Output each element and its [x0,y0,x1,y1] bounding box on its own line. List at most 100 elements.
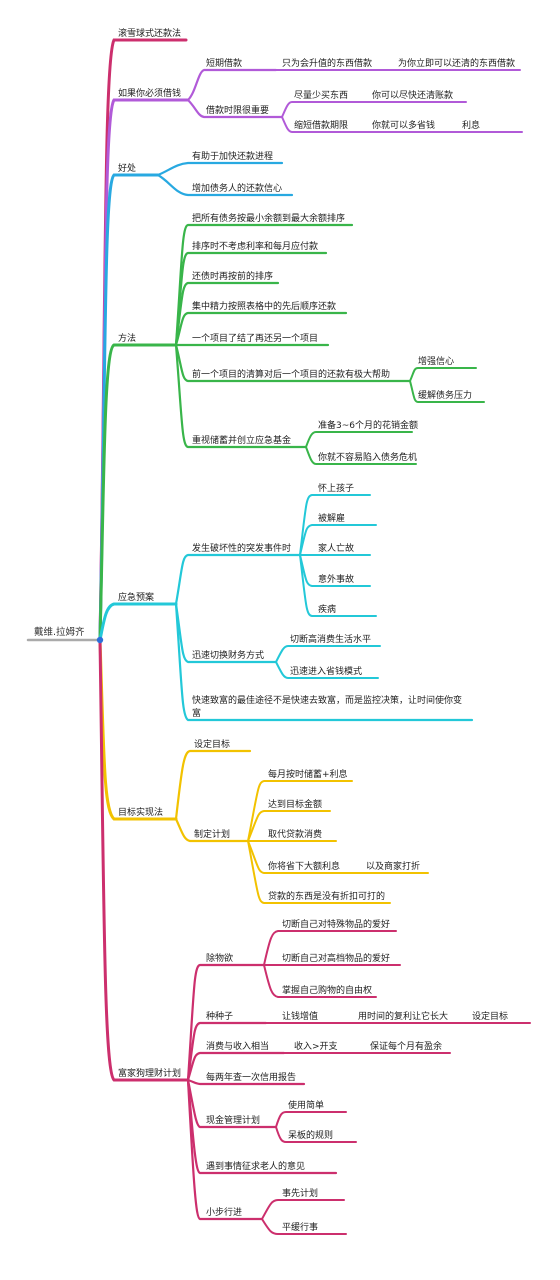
node-label: 切断自己对特殊物品的爱好 [282,918,390,930]
node-label: 保证每个月有盈余 [370,1040,442,1052]
node-label: 设定目标 [472,1010,508,1022]
branch-label: 如果你必须借钱 [118,87,181,99]
node-label: 贷款的东西是没有折扣可打的 [268,890,385,902]
link-b5-c1 [174,553,302,606]
node-label: 事先计划 [282,1187,318,1199]
node-label: 尽量少买东西 [294,89,348,101]
link-b5-c1-c1 [299,494,371,556]
node-label: 富 [192,707,201,719]
node-label: 每月按时储蓄+利息 [268,768,348,780]
link-b3-c1 [156,161,284,177]
node-label: 平缓行事 [282,1221,318,1233]
node-label: 让钱增值 [282,1010,318,1022]
link-b4-c7 [174,343,308,449]
link-b4-c3 [174,281,280,347]
node-label: 疾病 [318,603,336,615]
link-b4-c4 [174,311,348,347]
link-b7 [98,638,190,1082]
node-label: 小步行进 [206,1206,242,1218]
node-label: 每两年查一次信用报告 [206,1071,296,1083]
node-label: 为你立即可以还清的东西借款 [398,57,515,69]
node-label: 有助于加快还款进程 [192,150,273,162]
link-b2-c2-c1 [281,101,367,118]
link-b4 [98,343,178,642]
link-b7-c3 [186,1051,286,1082]
node-label: 缓解债务压力 [418,389,472,401]
node-label: 借款时限很重要 [206,104,269,116]
node-label: 取代贷款消费 [268,828,322,840]
link-b3-c2 [156,173,294,197]
root-label: 戴维.拉姆齐 [34,626,85,638]
link-b4-c6-c1 [409,367,477,382]
link-b7-c7-c1 [261,1199,345,1220]
link-b6-c1 [174,749,252,821]
branch-label: 方法 [118,332,136,344]
connectors [26,38,531,1235]
link-b4-c2 [174,251,328,347]
node-label: 前一个项目的清算对后一个项目的还款有极大帮助 [192,368,390,380]
link-b4-c6-c2 [409,380,485,403]
link-b3 [98,173,160,642]
node-label: 缩短借款期限 [294,119,348,131]
node-label: 准备3~6个月的花销金额 [318,419,418,431]
node-label: 呆板的规则 [288,1129,333,1141]
link-b6-c2-c1 [247,780,353,842]
link-b6-c2 [174,817,250,843]
node-label: 迅速进入省钱模式 [290,665,362,677]
node-label: 把所有债务按最小余额到最大余额排序 [192,212,345,224]
node-label: 你将省下大额利息 [268,860,340,872]
link-b7-c1 [186,963,266,1082]
node-label: 收入>开支 [294,1040,338,1052]
link-b2-c2 [186,98,284,119]
node-label: 制定计划 [194,828,230,840]
node-label: 掌握自己购物的自由权 [282,984,372,996]
link-b5-c2-c2 [275,661,379,679]
branch-label: 滚雪球式还款法 [118,27,181,39]
node-label: 你就不容易陷入债务危机 [318,451,417,463]
node-label: 你可以尽快还清账款 [372,89,453,101]
link-b6-c2-c2 [247,810,331,842]
link-b5-c2-c1 [275,645,381,663]
link-b6-c2-c5 [247,840,391,904]
link-b7-c1-c3 [263,964,377,998]
node-label: 利息 [462,119,480,131]
node-label: 集中精力按照表格中的先后顺序还款 [192,300,336,312]
link-b2-c1 [186,68,278,102]
node-label: 快速致富的最佳途径不是快速去致富，而是监控决策，让时间使你变 [192,694,462,706]
node-label: 切断高消费生活水平 [290,633,371,645]
link-b2-c2-c2 [281,116,367,133]
link-b7-c5-c2 [275,1126,357,1143]
center-node [96,636,104,644]
node-label: 重视储蓄并创立应急基金 [192,434,291,446]
node-label: 种种子 [206,1010,233,1022]
node-label: 排序时不考虑利率和每月应付款 [192,240,318,252]
link-b6-c2-c4 [247,840,363,874]
node-label: 一个项目了结了再还另一个项目 [192,332,318,344]
node-label: 怀上孩子 [318,482,354,494]
node-label: 除物欲 [206,952,233,964]
node-label: 短期借款 [206,57,242,69]
node-label: 用时间的复利让它长大 [358,1010,448,1022]
node-label: 你就可以多省钱 [372,119,435,131]
labels: 戴维.拉姆齐 滚雪球式还款法 如果你必须借钱 短期借款 只为会升值的东西借款 为… [34,27,515,1233]
node-label: 设定目标 [194,738,230,750]
link-b5 [98,602,178,642]
branch-label: 目标实现法 [118,806,163,818]
link-b7-c7 [186,1078,264,1221]
node-label: 消费与收入相当 [206,1040,269,1052]
link-b7-c7-c2 [261,1218,347,1235]
branch-label: 好处 [118,162,136,174]
branch-label: 富家狗理财计划 [118,1067,181,1079]
link-b7-c5-c1 [275,1111,347,1128]
node-label: 现金管理计划 [206,1114,260,1126]
node-label: 意外事故 [318,573,354,585]
link-b7-c4 [186,1078,306,1086]
node-label: 增强信心 [418,355,454,367]
node-label: 增加债务人的还款信心 [192,182,282,194]
link-b1 [98,38,188,642]
node-label: 发生破坏性的突发事件时 [192,542,291,554]
node-label: 使用简单 [288,1099,324,1111]
node-label: 还债时再按前的排序 [192,270,273,282]
node-label: 达到目标金额 [268,798,322,810]
